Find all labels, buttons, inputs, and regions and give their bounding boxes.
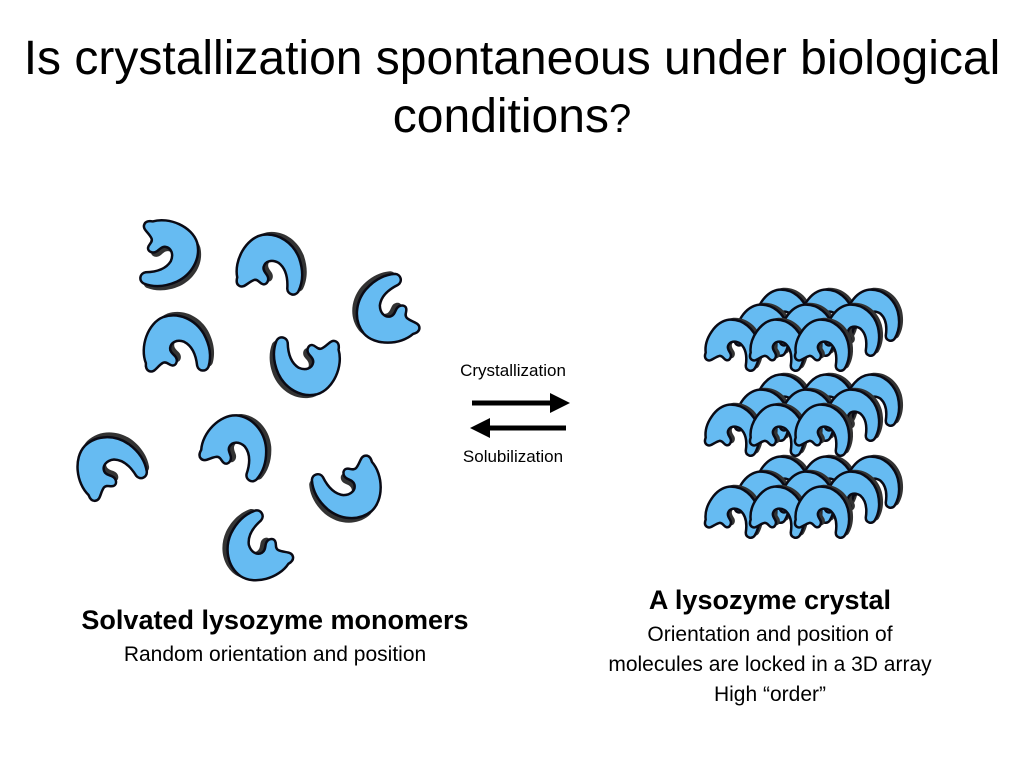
crystal-heading: A lysozyme crystal [648, 585, 892, 615]
lysozyme-monomer [140, 309, 218, 378]
monomers-caption: Solvated lysozyme monomers Random orient… [80, 600, 470, 670]
crystal-description-line-1: Orientation and position of [647, 623, 893, 646]
monomers-subtitle: Random orientation and position [123, 643, 427, 666]
lysozyme-monomer [343, 267, 423, 352]
slide-title: Is crystallization spontaneous under bio… [0, 30, 1024, 148]
monomers-heading: Solvated lysozyme monomers [81, 605, 469, 635]
crystal-caption: A lysozyme crystal Orientation and posit… [560, 580, 980, 710]
lysozyme-monomer [67, 421, 154, 505]
title-question-mark: ? [608, 97, 632, 141]
equilibrium-arrows [470, 393, 570, 438]
lysozyme-monomer [305, 452, 390, 532]
lysozyme-monomer [263, 329, 345, 403]
lysozyme-monomer [208, 503, 299, 594]
crystallization-label: Crystallization [460, 361, 566, 380]
forward-arrow-head [550, 393, 570, 413]
lysozyme-monomer [230, 225, 317, 303]
crystal-high-order-line: High “order” [713, 683, 827, 706]
lysozyme-monomer [193, 403, 287, 490]
lysozyme-crystal [699, 281, 913, 545]
lysozyme-monomer [132, 215, 206, 297]
crystal-description-line-2: molecules are locked in a 3D array [608, 653, 932, 676]
solvated-monomers [67, 215, 423, 594]
title-text: Is crystallization spontaneous under bio… [23, 32, 1001, 143]
reverse-arrow-head [470, 418, 490, 438]
solubilization-label: Solubilization [462, 447, 564, 466]
